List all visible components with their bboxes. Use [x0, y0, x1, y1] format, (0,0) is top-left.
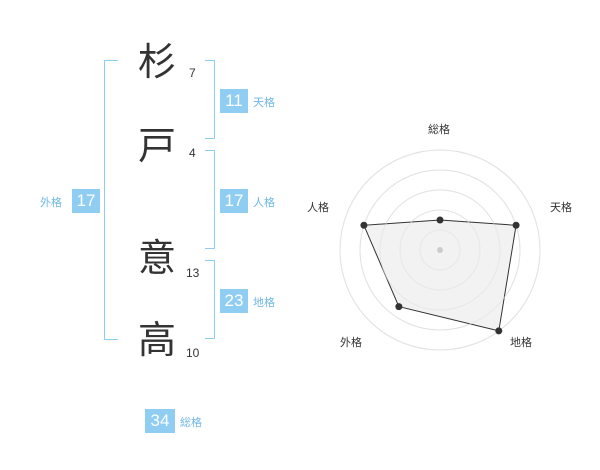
radar-value-polygon [363, 219, 517, 332]
soukaku-label: 総格 [180, 416, 202, 429]
radar-grid-ring-overlay [379, 189, 501, 311]
radar-axis-label-chikaku: 地格 [510, 336, 532, 349]
radar-point-tenkaku [512, 221, 520, 229]
name-char-1: 杉 [137, 40, 176, 84]
name-char-2: 戸 [137, 124, 176, 168]
stroke-count-2: 4 [189, 146, 196, 160]
radar-center-point [437, 247, 443, 253]
chikaku-label: 地格 [253, 296, 275, 309]
jinkaku-bracket [205, 150, 215, 249]
radar-grid-ring-overlay [399, 209, 481, 291]
radar-point-gaikaku [395, 303, 403, 311]
radar-grid-ring-overlay [359, 169, 521, 331]
radar-point-soukaku [436, 216, 444, 224]
gaikaku-bracket [104, 60, 118, 340]
radar-point-jinkaku [360, 221, 368, 229]
soukaku-value-badge: 34 [145, 409, 175, 433]
stroke-count-4: 10 [186, 346, 200, 360]
radar-axis-label-soukaku: 総格 [428, 123, 450, 136]
radar-grid-ring-overlay [419, 229, 461, 271]
tenkaku-value-badge: 11 [220, 89, 248, 113]
stroke-count-1: 7 [189, 66, 196, 80]
radar-axis-label-jinkaku: 人格 [307, 201, 329, 214]
tenkaku-bracket [205, 60, 215, 139]
chikaku-bracket [205, 260, 215, 339]
radar-grid-ring-overlay [339, 149, 541, 351]
gaikaku-value-badge: 17 [72, 189, 100, 213]
jinkaku-label: 人格 [253, 196, 275, 209]
radar-point-chikaku [495, 327, 503, 335]
radar-axis-label-tenkaku: 天格 [550, 201, 572, 214]
name-char-4: 高 [137, 318, 176, 362]
gaikaku-label: 外格 [40, 196, 62, 209]
tenkaku-label: 天格 [253, 96, 275, 109]
name-char-3: 意 [137, 236, 176, 280]
jinkaku-value-badge: 17 [220, 189, 248, 213]
chikaku-value-badge: 23 [220, 289, 248, 313]
stroke-count-3: 13 [186, 266, 200, 280]
radar-axis-label-gaikaku: 外格 [340, 336, 362, 349]
